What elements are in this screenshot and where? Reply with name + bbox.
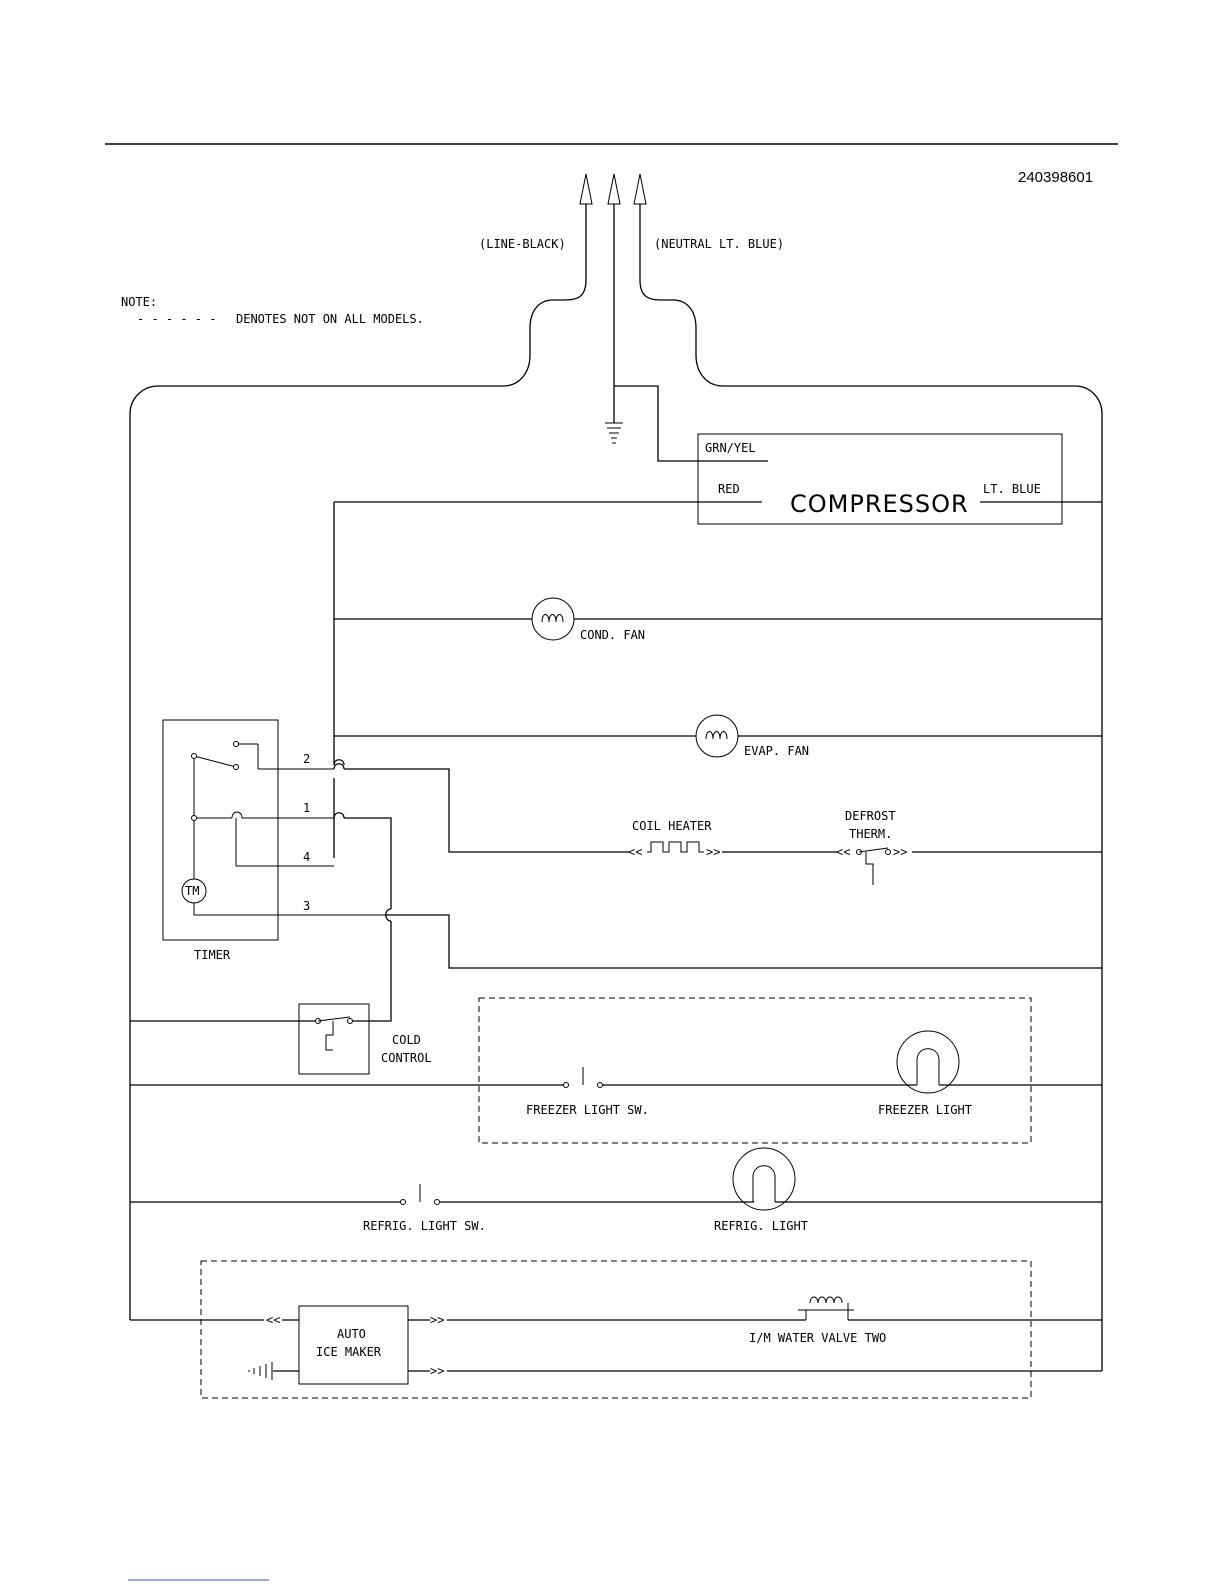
defrost-label-2: THERM. — [849, 827, 892, 841]
svg-text:>>: >> — [706, 845, 720, 859]
feeder-bus — [333, 501, 762, 858]
neutral-label: (NEUTRAL LT. BLUE) — [654, 237, 784, 251]
coil-heater: << >> — [628, 841, 720, 859]
refrig-light-switch — [400, 1184, 440, 1205]
compressor-grn-yel: GRN/YEL — [705, 441, 756, 455]
line-wire — [129, 204, 587, 1320]
water-valve-solenoid — [798, 1296, 854, 1320]
ice-maker-optional-box — [200, 1260, 1032, 1399]
defrost-thermostat: << >> — [836, 845, 907, 885]
cold-control-switch — [130, 1016, 353, 1051]
document-id: 240398601 — [1018, 169, 1093, 186]
refrig-light-bulb — [732, 1147, 796, 1211]
power-cord-arrows — [579, 173, 647, 205]
ice-maker-label-2: ICE MAKER — [316, 1345, 382, 1359]
refrig-light-sw-label: REFRIG. LIGHT SW. — [363, 1219, 486, 1233]
timer-terminal-4: 4 — [303, 850, 310, 864]
timer-terminal-1: 1 — [303, 801, 310, 815]
evap-fan-motor — [695, 714, 739, 758]
note-dashes: - - - - - - — [137, 312, 216, 326]
ground-symbol — [605, 204, 623, 444]
ice-maker-connector-in: << — [266, 1313, 280, 1327]
cond-fan-motor — [531, 597, 575, 641]
cond-fan-label: COND. FAN — [580, 628, 645, 642]
compressor-box — [697, 433, 1063, 525]
timer-label: TIMER — [194, 948, 231, 962]
line-label: (LINE-BLACK) — [479, 237, 566, 251]
evap-fan-label: EVAP. FAN — [744, 744, 809, 758]
ice-maker-connector-out-2: >> — [430, 1364, 444, 1378]
cold-control-label-2: CONTROL — [381, 1051, 432, 1065]
compressor-title: COMPRESSOR — [790, 490, 969, 518]
note-title: NOTE: — [121, 295, 157, 309]
cold-control-box — [298, 1003, 370, 1075]
cold-control-feed-wire — [333, 812, 392, 1022]
timer-motor-label: TM — [185, 884, 199, 898]
neutral-wire — [639, 204, 1103, 1371]
freezer-light-switch — [563, 1067, 603, 1088]
defrost-label-1: DEFROST — [845, 809, 896, 823]
timer-internal-wiring — [181, 741, 385, 916]
freezer-light-bulb — [896, 1030, 960, 1094]
svg-text:<<: << — [836, 845, 850, 859]
svg-text:>>: >> — [893, 845, 907, 859]
water-valve-label: I/M WATER VALVE TWO — [749, 1331, 886, 1345]
ice-maker-ground — [248, 1362, 299, 1380]
freezer-light-optional-box — [478, 997, 1032, 1144]
timer-terminal-3: 3 — [303, 899, 310, 913]
heater-circuit-wire — [333, 763, 630, 853]
ice-maker-label-1: AUTO — [337, 1327, 366, 1341]
timer-box — [162, 719, 279, 941]
coil-heater-label: COIL HEATER — [632, 819, 712, 833]
svg-text:<<: << — [628, 845, 642, 859]
compressor-lt-blue: LT. BLUE — [983, 482, 1041, 496]
freezer-light-sw-label: FREEZER LIGHT SW. — [526, 1103, 649, 1117]
freezer-light-label: FREEZER LIGHT — [878, 1103, 972, 1117]
timer-terminal-2: 2 — [303, 752, 310, 766]
note-text: DENOTES NOT ON ALL MODELS. — [236, 312, 424, 326]
grn-yel-wire — [614, 385, 768, 462]
cold-control-label-1: COLD — [392, 1033, 421, 1047]
compressor-red: RED — [718, 482, 740, 496]
ice-maker-connector-out-1: >> — [430, 1313, 444, 1327]
terminal-3-wire — [385, 914, 1102, 969]
refrig-light-label: REFRIG. LIGHT — [714, 1219, 808, 1233]
ice-maker-box — [298, 1305, 409, 1385]
